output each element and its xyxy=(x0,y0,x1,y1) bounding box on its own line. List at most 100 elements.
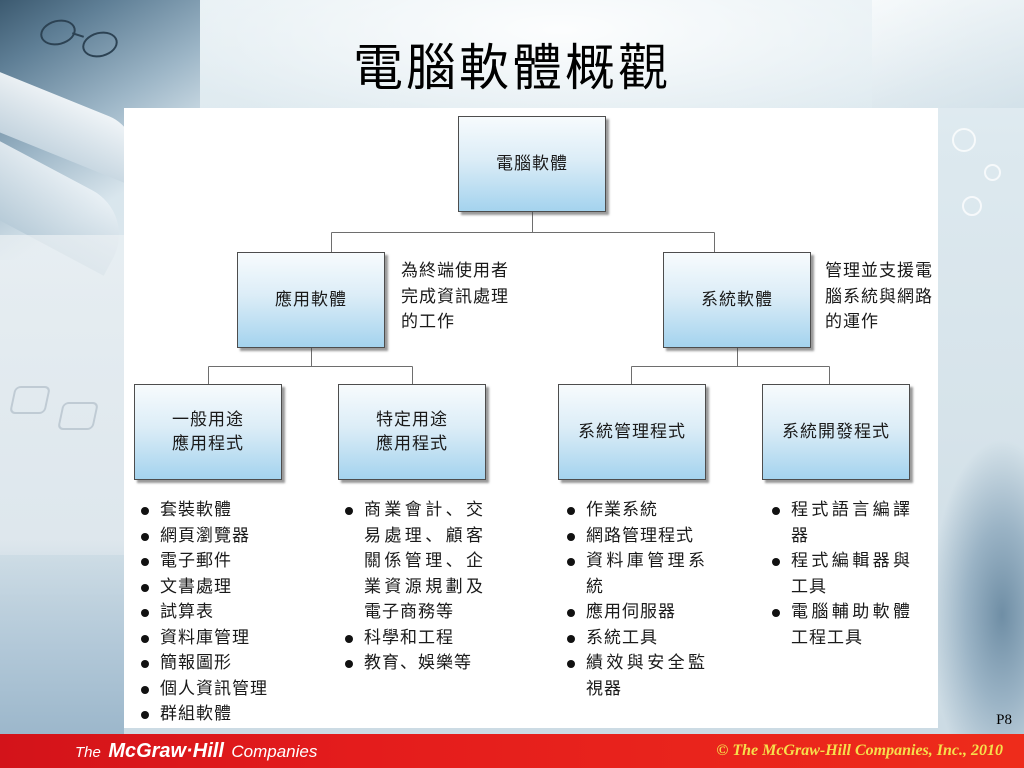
background-molecule-shape xyxy=(962,196,982,216)
bullet-icon xyxy=(141,634,149,643)
specific-purpose-apps-list: 商業會計、交易處理、顧客關係管理、企業資源規劃及電子商務等 科學和工程 教育、娛… xyxy=(345,498,484,677)
background-key-shape xyxy=(57,402,99,430)
bullet-icon xyxy=(345,634,353,643)
list-item-text: 個人資訊管理 xyxy=(160,678,268,699)
bullet-icon xyxy=(345,507,353,515)
list-item: 商業會計、交易處理、顧客關係管理、企業資源規劃及電子商務等 xyxy=(345,498,484,626)
list-item-text: 套裝軟體 xyxy=(160,500,232,520)
node-label-line: 特定用途 xyxy=(376,410,448,430)
bullet-icon xyxy=(141,660,149,668)
list-item: 網路管理程式 xyxy=(567,524,706,550)
bullet-icon xyxy=(772,507,780,515)
list-item-text: 試算表 xyxy=(160,602,214,622)
list-item-text: 電子郵件 xyxy=(160,551,232,571)
background-person-silhouette xyxy=(930,420,1024,734)
list-item: 教育、娛樂等 xyxy=(345,651,484,677)
list-item-text: 程式語言編譯器 xyxy=(791,500,911,546)
bullet-icon xyxy=(567,609,575,617)
bullet-icon xyxy=(141,532,149,541)
bullet-icon xyxy=(567,532,575,541)
system-software-node: 系統軟體 xyxy=(663,252,811,348)
list-item: 電腦輔助軟體工程工具 xyxy=(772,600,911,651)
list-item-text: 資料庫管理系統 xyxy=(586,551,706,597)
background-molecule-shape xyxy=(952,128,976,152)
list-item: 程式編輯器與工具 xyxy=(772,549,911,600)
bullet-icon xyxy=(141,507,149,515)
background-left-haze xyxy=(0,540,124,734)
application-software-label: 應用軟體 xyxy=(275,290,347,310)
general-purpose-apps-node: 一般用途 應用程式 xyxy=(134,384,282,480)
list-item-text: 網路管理程式 xyxy=(586,525,694,546)
copyright-notice: © The McGraw-Hill Companies, Inc., 2010 xyxy=(716,742,1003,759)
list-item: 簡報圖形 xyxy=(141,651,280,677)
list-item: 套裝軟體 xyxy=(141,498,280,524)
node-label-line: 系統開發程式 xyxy=(782,422,890,442)
system-management-programs-list: 作業系統 網路管理程式 資料庫管理系統 應用伺服器 系統工具 績效與安全監視器 xyxy=(567,498,706,702)
logo-name: McGraw·Hill xyxy=(108,740,224,762)
list-item: 系統工具 xyxy=(567,626,706,652)
background-molecule-shape xyxy=(984,164,1001,181)
application-software-node: 應用軟體 xyxy=(237,252,385,348)
list-item-text: 系統工具 xyxy=(586,627,658,648)
list-item: 科學和工程 xyxy=(345,626,484,652)
diagram-panel: 電腦軟體 應用軟體 系統軟體 為終端使用者完成資訊處理的工作 管理並支援電腦系統… xyxy=(124,108,938,728)
list-item-text: 教育、娛樂等 xyxy=(364,653,472,673)
list-item-text: 文書處理 xyxy=(160,576,232,597)
footer-bar: The McGraw·Hill Companies © The McGraw-H… xyxy=(0,734,1024,768)
bullet-icon xyxy=(141,558,149,566)
node-label-line: 系統管理程式 xyxy=(578,422,686,442)
system-management-programs-node: 系統管理程式 xyxy=(558,384,706,480)
root-node: 電腦軟體 xyxy=(458,116,606,212)
list-item-text: 群組軟體 xyxy=(160,704,232,724)
bullet-icon xyxy=(567,660,575,668)
logo-companies: Companies xyxy=(231,742,318,761)
system-development-programs-list: 程式語言編譯器 程式編輯器與工具 電腦輔助軟體工程工具 xyxy=(772,498,911,651)
publisher-logo: The McGraw·Hill Companies xyxy=(75,738,317,764)
bullet-icon xyxy=(772,609,780,617)
application-software-description: 為終端使用者完成資訊處理的工作 xyxy=(401,261,509,332)
bullet-icon xyxy=(141,583,149,592)
list-item: 作業系統 xyxy=(567,498,706,524)
list-item-text: 網頁瀏覽器 xyxy=(160,525,250,546)
bullet-icon xyxy=(567,558,575,566)
list-item-text: 績效與安全監視器 xyxy=(586,653,706,699)
list-item-text: 電腦輔助軟體工程工具 xyxy=(791,602,911,648)
background-glass-shape xyxy=(872,0,1024,108)
list-item: 應用伺服器 xyxy=(567,600,706,626)
background-key-shape xyxy=(9,386,51,414)
bullet-icon xyxy=(567,634,575,643)
list-item-text: 作業系統 xyxy=(586,500,658,520)
list-item-text: 科學和工程 xyxy=(364,627,454,648)
list-item: 程式語言編譯器 xyxy=(772,498,911,549)
list-item: 試算表 xyxy=(141,600,280,626)
node-label-line: 一般用途 xyxy=(172,410,244,430)
system-software-label: 系統軟體 xyxy=(701,290,773,310)
bullet-icon xyxy=(141,711,149,719)
bullet-icon xyxy=(141,609,149,617)
logo-the: The xyxy=(75,744,101,761)
list-item: 群組軟體 xyxy=(141,702,280,728)
list-item-text: 應用伺服器 xyxy=(586,602,676,622)
bullet-icon xyxy=(772,558,780,566)
list-item: 網頁瀏覽器 xyxy=(141,524,280,550)
list-item-text: 簡報圖形 xyxy=(160,653,232,673)
list-item: 資料庫管理 xyxy=(141,626,280,652)
bullet-icon xyxy=(345,660,353,668)
list-item: 文書處理 xyxy=(141,575,280,601)
slide-title: 電腦軟體概觀 xyxy=(353,40,671,96)
bullet-icon xyxy=(567,507,575,515)
list-item: 績效與安全監視器 xyxy=(567,651,706,702)
list-item: 電子郵件 xyxy=(141,549,280,575)
specific-purpose-apps-node: 特定用途 應用程式 xyxy=(338,384,486,480)
bullet-icon xyxy=(141,685,149,694)
list-item: 資料庫管理系統 xyxy=(567,549,706,600)
list-item-text: 商業會計、交易處理、顧客關係管理、企業資源規劃及電子商務等 xyxy=(364,500,484,622)
list-item: 個人資訊管理 xyxy=(141,677,280,703)
page-number: P8 xyxy=(996,712,1012,728)
connector-lines xyxy=(208,212,830,384)
list-item-text: 程式編輯器與工具 xyxy=(791,551,911,597)
general-purpose-apps-list: 套裝軟體 網頁瀏覽器 電子郵件 文書處理 試算表 資料庫管理 簡報圖形 個人資訊… xyxy=(141,498,280,728)
node-label-line: 應用程式 xyxy=(172,434,244,454)
root-node-label: 電腦軟體 xyxy=(496,154,568,174)
